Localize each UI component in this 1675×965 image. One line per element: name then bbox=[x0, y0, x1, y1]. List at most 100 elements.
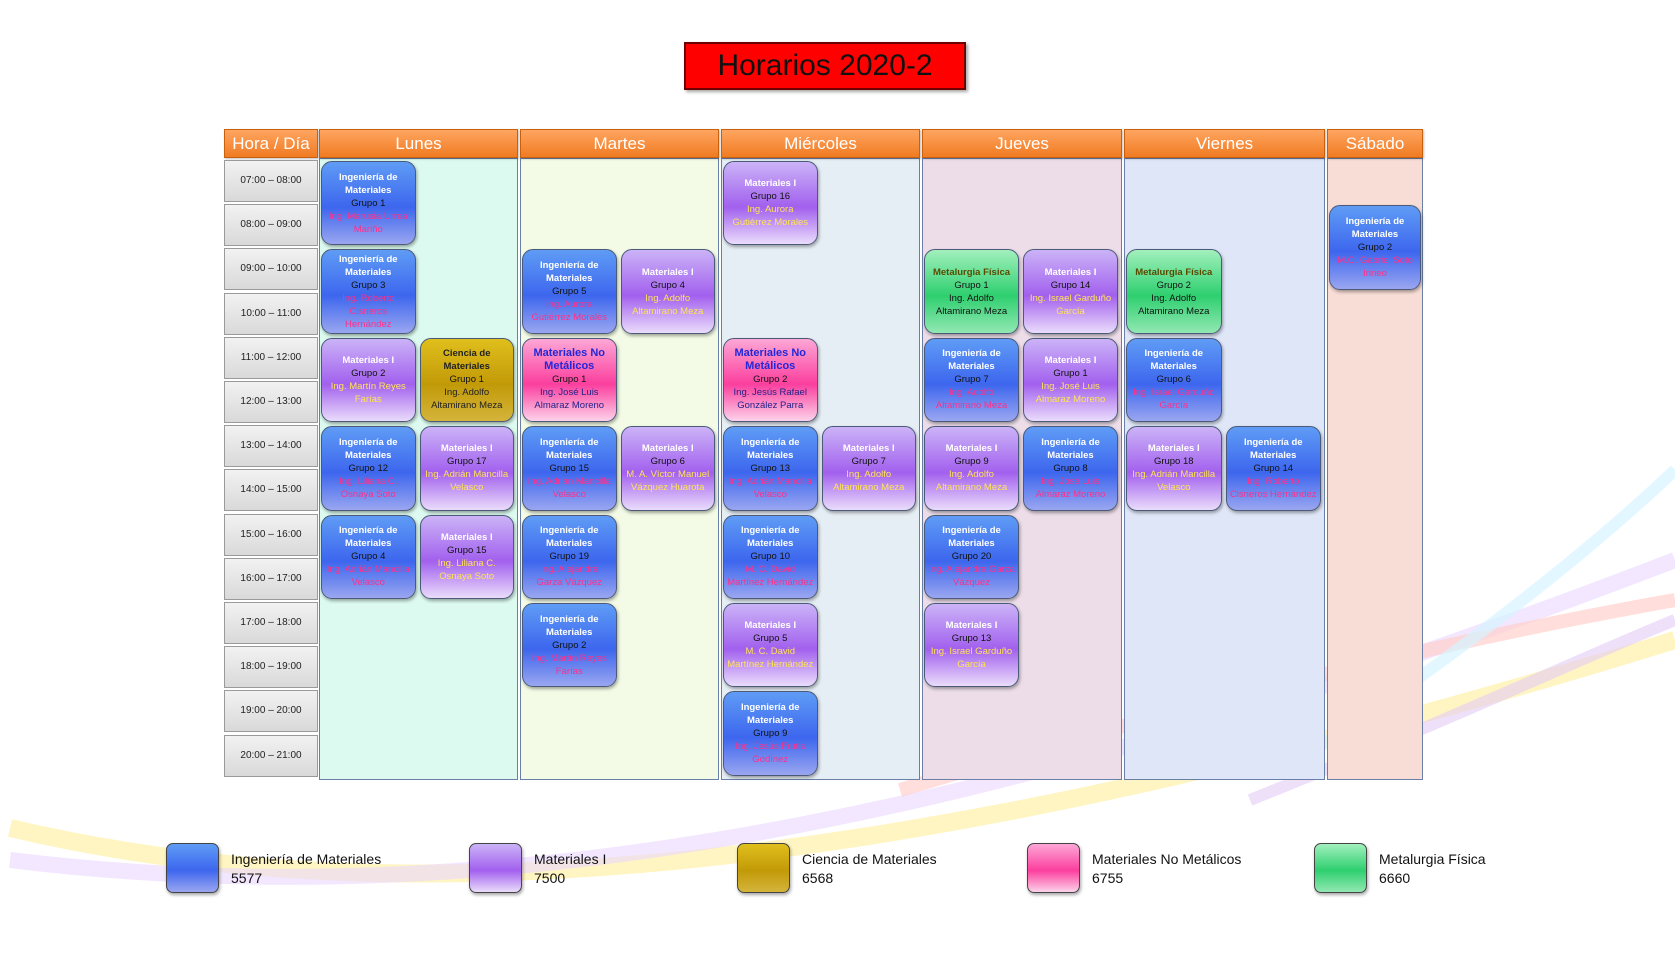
class-professor: Ing. Adolfo Altamirano Meza bbox=[833, 469, 905, 494]
class-group: Grupo 5 bbox=[753, 633, 788, 645]
class-professor: Ing. Israel Garduño García bbox=[1029, 292, 1112, 317]
class-professor: Ing. Adolfo Altamirano Meza bbox=[935, 469, 1008, 494]
time-slot: 19:00 – 20:00 bbox=[224, 690, 318, 733]
time-slot: 20:00 – 21:00 bbox=[224, 734, 318, 777]
legend-swatch-green bbox=[1314, 843, 1367, 893]
class-course-name: Materiales I bbox=[342, 354, 395, 366]
class-course-name: Ingeniería de Materiales bbox=[338, 525, 398, 550]
class-course-name: Ingeniería de Materiales bbox=[942, 348, 1001, 373]
class-group: Grupo 1 bbox=[351, 197, 386, 209]
class-group: Grupo 13 bbox=[951, 633, 992, 645]
class-course-name: Ingeniería de Materiales bbox=[942, 525, 1001, 550]
class-course-name: Materiales I bbox=[1147, 443, 1200, 455]
class-professor: Ing. Roberto Cisneros Hernández bbox=[1229, 475, 1317, 500]
class-course-name: Metalurgia Física bbox=[1135, 266, 1213, 278]
class-professor: M. C. David Martínez Hernández bbox=[727, 564, 814, 589]
class-professor: Ing. José Luis Almaraz Moreno bbox=[534, 387, 605, 412]
class-group: Grupo 6 bbox=[1156, 374, 1191, 386]
class-group: Grupo 18 bbox=[1153, 456, 1194, 468]
legend-course-code: 6568 bbox=[802, 870, 834, 886]
legend-course-name: Materiales No Metálicos bbox=[1092, 851, 1242, 867]
time-slot: 09:00 – 10:00 bbox=[224, 248, 318, 291]
class-course-name: Ingeniería de Materiales bbox=[539, 436, 599, 461]
class-professor: Ing. Aurora Gutiérrez Morales bbox=[732, 204, 809, 229]
class-course-name: Ingeniería de Materiales bbox=[539, 525, 599, 550]
time-slot: 14:00 – 15:00 bbox=[224, 469, 318, 512]
legend-label: Materiales I 7500 bbox=[534, 850, 606, 888]
class-group: Grupo 5 bbox=[552, 286, 587, 298]
time-slot: 08:00 – 09:00 bbox=[224, 204, 318, 247]
class-professor: Ing. Adrián Mancilla Velasco bbox=[527, 475, 611, 500]
class-professor: Ing. Alejandra Garza Vázquez bbox=[536, 564, 602, 589]
class-professor: M. C. David Martínez Hernández bbox=[727, 646, 814, 671]
class-professor: Ing. Adolfo Altamirano Meza bbox=[1138, 292, 1210, 317]
legend-course-name: Materiales I bbox=[534, 851, 607, 867]
class-group: Grupo 2 bbox=[753, 374, 788, 386]
class-group: Grupo 7 bbox=[954, 374, 989, 386]
class-course-name: Ciencia de Materiales bbox=[442, 348, 491, 373]
legend-swatch-purp bbox=[469, 843, 522, 893]
class-course-name: Materiales No Metálicos bbox=[533, 347, 606, 373]
time-slot: 15:00 – 16:00 bbox=[224, 513, 318, 556]
class-group: Grupo 20 bbox=[951, 551, 992, 563]
class-group: Grupo 12 bbox=[348, 462, 389, 474]
day-header: Martes bbox=[520, 129, 719, 158]
legend-course-code: 7500 bbox=[534, 870, 566, 886]
class-professor: Ing. Adrián Mancilla Velasco bbox=[326, 564, 410, 589]
class-course-name: Ingeniería de Materiales bbox=[539, 613, 599, 638]
class-group: Grupo 2 bbox=[351, 367, 386, 379]
day-header: Lunes bbox=[319, 129, 518, 158]
class-course-name: Materiales I bbox=[1044, 354, 1097, 366]
class-professor: Ing. Israel Garduño García bbox=[930, 646, 1013, 671]
class-group: Grupo 14 bbox=[1253, 462, 1294, 474]
day-header: Miércoles bbox=[721, 129, 920, 158]
legend-course-code: 6755 bbox=[1092, 870, 1124, 886]
class-professor: Ing. Adolfo Altamirano Meza bbox=[431, 387, 503, 412]
class-group: Grupo 19 bbox=[549, 551, 590, 563]
class-group: Grupo 3 bbox=[351, 279, 386, 291]
class-group: Grupo 1 bbox=[449, 374, 484, 386]
class-course-name: Materiales I bbox=[1044, 266, 1097, 278]
class-group: Grupo 15 bbox=[549, 462, 590, 474]
class-course-name: Ingeniería de Materiales bbox=[1243, 436, 1303, 461]
class-group: Grupo 1 bbox=[552, 374, 587, 386]
class-professor: Ing. Jesús Frutis Godínez bbox=[735, 741, 806, 766]
